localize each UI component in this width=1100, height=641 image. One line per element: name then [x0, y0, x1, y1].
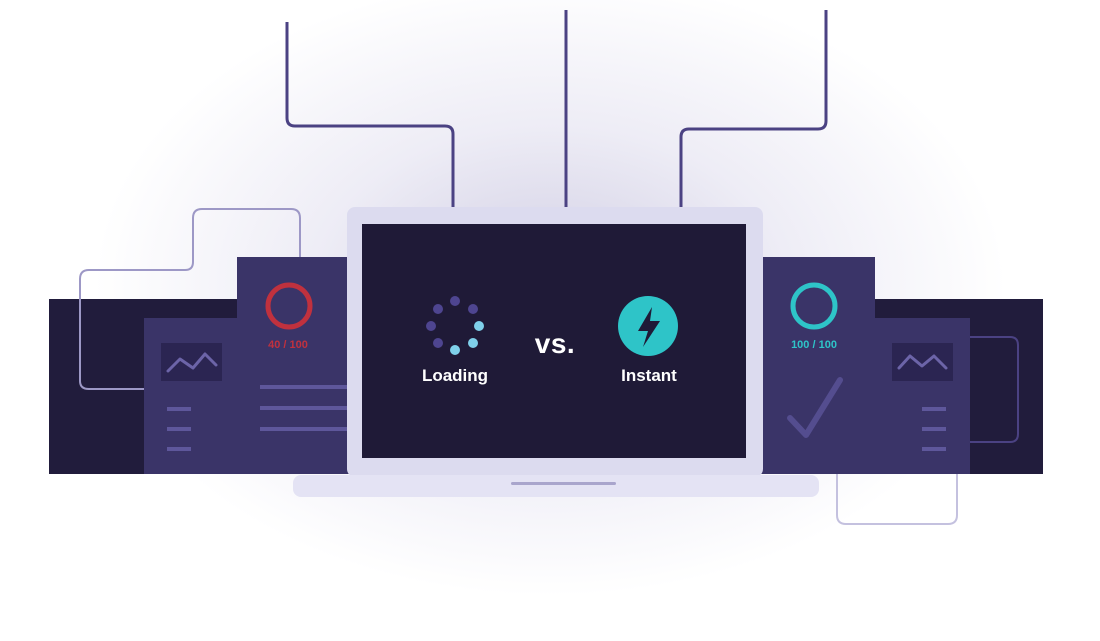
- list-line: [922, 427, 946, 431]
- list-line: [167, 447, 191, 451]
- instant-label: Instant: [621, 366, 677, 385]
- text-line: [260, 385, 349, 389]
- loading-spinner-icon: [426, 296, 484, 355]
- wire-outline-right: [969, 336, 1019, 443]
- laptop-trackpad: [511, 482, 616, 485]
- wire-outline-left: [79, 208, 301, 390]
- list-line: [167, 427, 191, 431]
- wire-left: [285, 22, 455, 208]
- lightning-bolt-icon: [618, 296, 678, 356]
- checkmark-icon: [787, 377, 843, 438]
- laptop-base: [293, 475, 819, 497]
- text-line: [260, 427, 349, 431]
- right-score-card: [760, 257, 875, 474]
- text-line: [260, 406, 349, 410]
- list-line: [922, 447, 946, 451]
- vs-label: vs.: [534, 328, 576, 359]
- fast-score-text: 100 / 100: [791, 339, 837, 351]
- list-line: [167, 407, 191, 411]
- wire-outline-bottom: [836, 474, 958, 525]
- list-line: [922, 407, 946, 411]
- line-chart-icon: [897, 354, 948, 370]
- loading-label: Loading: [421, 366, 489, 385]
- line-chart-icon: [166, 352, 218, 373]
- fast-score-ring-icon: [790, 282, 838, 330]
- left-back-card: [144, 318, 240, 474]
- left-score-card: [237, 257, 349, 474]
- wire-right: [679, 10, 828, 208]
- laptop-screen: [362, 224, 746, 458]
- slow-score-ring-icon: [265, 282, 313, 330]
- slow-score-text: 40 / 100: [268, 339, 308, 351]
- chart-thumbnail: [892, 343, 953, 381]
